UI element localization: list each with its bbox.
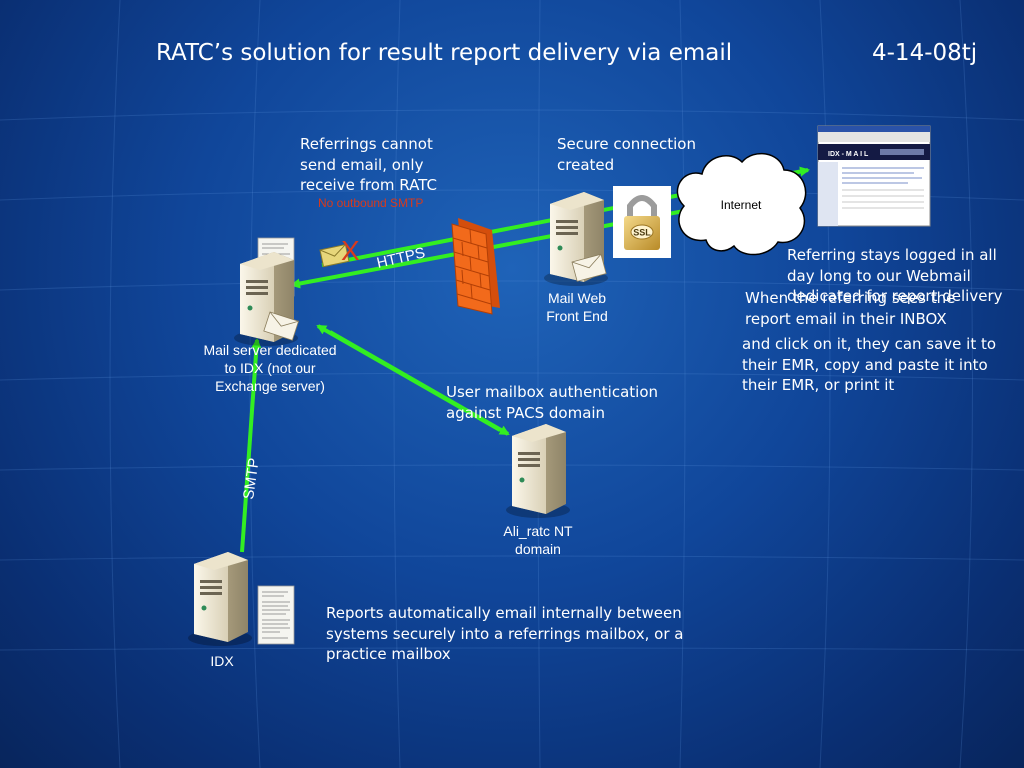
auth-arrow-to-mail bbox=[316, 324, 501, 432]
internet-label: Internet bbox=[721, 198, 762, 212]
user-auth-note: User mailbox authentication against PACS… bbox=[446, 383, 659, 422]
webmail-browser-screenshot: IDX - M A I L bbox=[817, 125, 931, 227]
ssl-label: SSL bbox=[633, 228, 651, 238]
mail-server-label: Mail server dedicated to IDX (not our Ex… bbox=[203, 342, 337, 394]
reports-auto-note: Reports automatically email internally b… bbox=[326, 604, 684, 663]
slide-date: 4-14-08tj bbox=[872, 40, 978, 66]
envelope-icon bbox=[319, 244, 350, 268]
browser-banner: IDX - M A I L bbox=[828, 151, 869, 158]
ssl-lock-icon: SSL bbox=[613, 186, 671, 258]
https-label: HTTPS bbox=[375, 244, 427, 272]
smtp-arrow bbox=[240, 338, 262, 553]
smtp-label: SMTP bbox=[240, 457, 263, 501]
idx-document-icon bbox=[257, 585, 295, 645]
referrings-cannot-note: Referrings cannot send email, only recei… bbox=[300, 135, 437, 194]
internet-cloud-icon bbox=[676, 152, 807, 256]
ali-ratc-label: Ali_ratc NT domain bbox=[503, 523, 573, 557]
mail-web-label: Mail Web Front End bbox=[546, 290, 608, 324]
ali-ratc-server-icon bbox=[506, 424, 570, 518]
mail-server-envelope-icon bbox=[263, 311, 300, 341]
blocked-x-mark: X bbox=[341, 235, 360, 266]
idx-label: IDX bbox=[210, 653, 234, 669]
mail-web-envelope-icon bbox=[571, 253, 607, 282]
firewall-icon bbox=[451, 218, 500, 315]
no-outbound-smtp-note: No outbound SMTP bbox=[318, 196, 424, 210]
click-save-note: and click on it, they can save it to the… bbox=[742, 335, 997, 394]
idx-server-icon bbox=[188, 552, 252, 646]
referring-sees-note: When the referring sees the report email… bbox=[745, 289, 956, 328]
referring-logged-in-note: Referring stays logged in all day long t… bbox=[787, 246, 1003, 305]
slide-title: RATC’s solution for result report delive… bbox=[156, 40, 733, 66]
secure-connection-note: Secure connection created bbox=[557, 135, 696, 174]
